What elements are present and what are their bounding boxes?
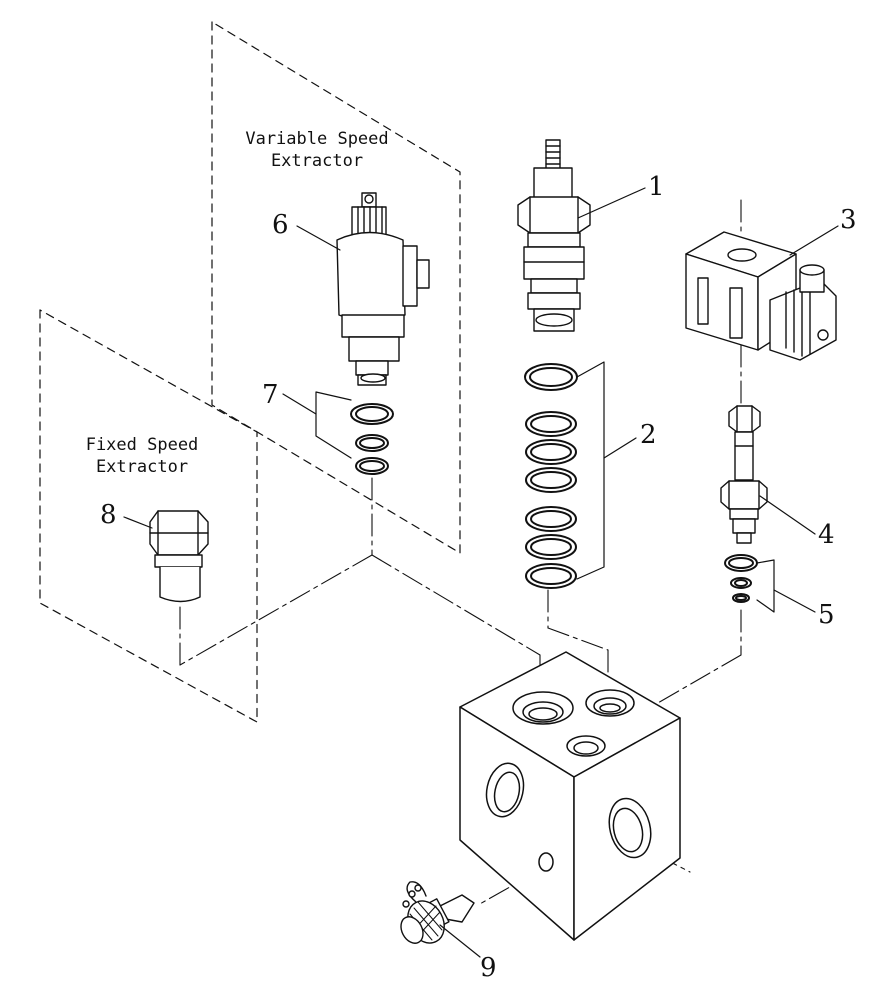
callout-5: 5 xyxy=(818,600,835,630)
callout-9: 9 xyxy=(480,953,497,983)
fixed-speed-title: Fixed Speed Extractor xyxy=(72,434,212,478)
callout-6: 6 xyxy=(272,210,289,240)
variable-speed-title: Variable Speed Extractor xyxy=(222,128,412,172)
cartridge-valve xyxy=(517,139,591,332)
orifice-plug xyxy=(149,510,209,603)
valve-seal-bracket xyxy=(315,391,352,459)
callout-leaders xyxy=(123,187,839,958)
fixed-speed-line1: Fixed Speed xyxy=(85,435,199,455)
seal-kit-rings xyxy=(524,363,578,589)
variable-speed-line2: Extractor xyxy=(270,151,364,171)
fixed-speed-line2: Extractor xyxy=(95,457,189,477)
callout-2: 2 xyxy=(640,420,657,450)
test-point-fitting xyxy=(400,881,475,944)
valve-seal-rings xyxy=(350,403,394,475)
variable-speed-line1: Variable Speed xyxy=(245,129,389,149)
seal-kit-bracket xyxy=(576,361,605,580)
proportional-valve xyxy=(336,192,430,386)
callout-8: 8 xyxy=(100,500,117,530)
callout-4: 4 xyxy=(818,520,835,550)
solenoid-coil xyxy=(685,231,837,361)
variable-speed-panel xyxy=(211,21,461,554)
fixed-speed-panel xyxy=(39,309,258,723)
callout-1: 1 xyxy=(648,172,665,202)
solenoid-valve-stem xyxy=(720,405,768,544)
small-seal-rings xyxy=(724,554,758,603)
manifold-block xyxy=(459,651,681,941)
small-seal-bracket xyxy=(756,559,775,613)
callout-3: 3 xyxy=(840,205,857,235)
callout-7: 7 xyxy=(262,380,279,410)
